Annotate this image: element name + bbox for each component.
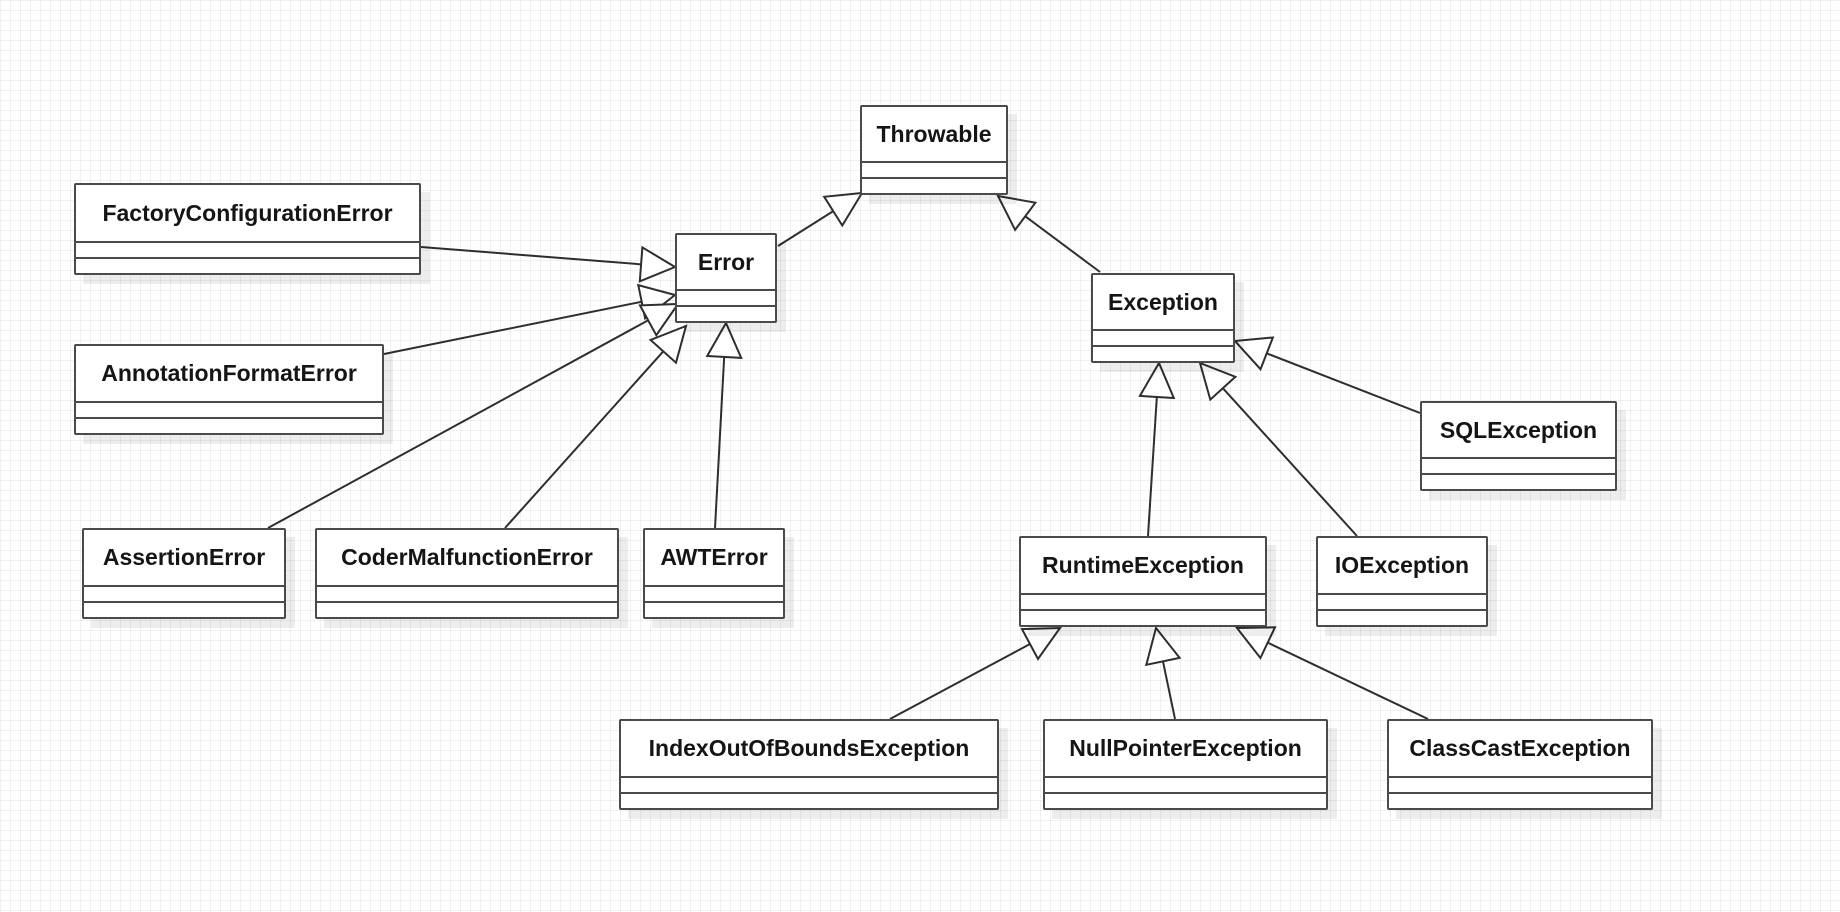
class-methods-compartment (76, 259, 419, 273)
generalization-arrowhead-icon (1144, 625, 1182, 667)
class-runtime-exception[interactable]: RuntimeException (1019, 536, 1267, 627)
generalization-arrowhead-icon (638, 245, 678, 283)
generalization-arrowhead-icon (1232, 336, 1275, 372)
generalization-coder-to-error (504, 324, 688, 529)
generalization-line (1266, 352, 1421, 414)
class-class-cast-exception[interactable]: ClassCastException (1387, 719, 1653, 810)
generalization-exception-to-throwable (996, 194, 1101, 273)
class-attributes-compartment (1318, 595, 1486, 611)
class-name-null-pointer-exception: NullPointerException (1045, 721, 1326, 778)
generalization-line (1222, 387, 1358, 537)
class-attributes-compartment (1021, 595, 1265, 611)
class-attributes-compartment (645, 587, 783, 603)
class-name-index-out-of-bounds-exception: IndexOutOfBoundsException (621, 721, 997, 778)
class-attributes-compartment (1389, 778, 1651, 794)
generalization-ioexception-to-exception (1198, 361, 1358, 537)
generalization-line (1147, 396, 1158, 537)
class-attributes-compartment (862, 163, 1006, 179)
class-throwable[interactable]: Throwable (860, 105, 1008, 195)
generalization-line (383, 300, 642, 355)
generalization-error-to-throwable (777, 191, 864, 247)
generalization-line (267, 319, 649, 529)
class-methods-compartment (621, 794, 997, 808)
generalization-assertion-to-error (267, 302, 680, 529)
class-name-coder-malfunction-error: CoderMalfunctionError (317, 530, 617, 587)
generalization-line (504, 350, 665, 529)
class-methods-compartment (84, 603, 284, 617)
class-methods-compartment (1422, 475, 1615, 489)
class-attributes-compartment (76, 243, 419, 259)
class-name-class-cast-exception: ClassCastException (1389, 721, 1651, 778)
generalization-arrowhead-icon (1020, 626, 1062, 661)
class-name-runtime-exception: RuntimeException (1021, 538, 1265, 595)
class-attributes-compartment (677, 291, 775, 307)
class-methods-compartment (1318, 611, 1486, 625)
class-awt-error[interactable]: AWTError (643, 528, 785, 619)
generalization-arrowhead-icon (822, 191, 864, 228)
class-name-exception: Exception (1093, 275, 1233, 331)
class-attributes-compartment (1093, 331, 1233, 347)
generalization-awt-to-error (705, 320, 743, 529)
class-methods-compartment (1389, 794, 1651, 808)
generalization-line (420, 246, 642, 266)
generalization-arrowhead-icon (1198, 361, 1238, 402)
generalization-arrowhead-icon (638, 302, 680, 338)
generalization-line (1161, 661, 1176, 720)
class-methods-compartment (76, 419, 382, 433)
class-methods-compartment (645, 603, 783, 617)
generalization-factory-to-error (420, 245, 678, 283)
class-name-assertion-error: AssertionError (84, 530, 284, 587)
class-annotation-format-error[interactable]: AnnotationFormatError (74, 344, 384, 435)
class-methods-compartment (317, 603, 617, 617)
generalization-nullpointer-to-runtime (1144, 625, 1182, 720)
generalization-arrowhead-icon (1138, 360, 1176, 400)
generalization-line (1024, 215, 1101, 273)
class-sql-exception[interactable]: SQLException (1420, 401, 1617, 491)
class-exception[interactable]: Exception (1091, 273, 1235, 363)
class-io-exception[interactable]: IOException (1316, 536, 1488, 627)
class-name-sql-exception: SQLException (1422, 403, 1615, 459)
class-methods-compartment (862, 179, 1006, 193)
generalization-classcast-to-runtime (1234, 626, 1429, 720)
generalization-runtime-to-exception (1138, 360, 1176, 537)
class-methods-compartment (677, 307, 775, 321)
generalization-indexoob-to-runtime (889, 626, 1062, 720)
class-assertion-error[interactable]: AssertionError (82, 528, 286, 619)
class-attributes-compartment (1422, 459, 1615, 475)
class-attributes-compartment (76, 403, 382, 419)
generalization-line (714, 356, 726, 529)
class-attributes-compartment (317, 587, 617, 603)
generalization-arrowhead-icon (648, 324, 688, 365)
class-null-pointer-exception[interactable]: NullPointerException (1043, 719, 1328, 810)
generalization-line (889, 643, 1031, 720)
class-name-error: Error (677, 235, 775, 291)
class-coder-malfunction-error[interactable]: CoderMalfunctionError (315, 528, 619, 619)
class-index-out-of-bounds-exception[interactable]: IndexOutOfBoundsException (619, 719, 999, 810)
generalization-annotation-to-error (383, 283, 678, 355)
generalization-sql-to-exception (1232, 336, 1421, 414)
class-name-factory-configuration-error: FactoryConfigurationError (76, 185, 419, 243)
class-methods-compartment (1021, 611, 1265, 625)
generalization-arrowhead-icon (996, 194, 1038, 232)
class-name-awt-error: AWTError (645, 530, 783, 587)
class-name-io-exception: IOException (1318, 538, 1486, 595)
class-name-throwable: Throwable (862, 107, 1006, 163)
class-attributes-compartment (1045, 778, 1326, 794)
class-attributes-compartment (84, 587, 284, 603)
class-methods-compartment (1045, 794, 1326, 808)
class-methods-compartment (1093, 347, 1233, 361)
class-name-annotation-format-error: AnnotationFormatError (76, 346, 382, 403)
generalization-line (1267, 641, 1429, 720)
generalization-line (777, 210, 834, 247)
generalization-arrowhead-icon (705, 320, 743, 359)
class-factory-configuration-error[interactable]: FactoryConfigurationError (74, 183, 421, 275)
class-attributes-compartment (621, 778, 997, 794)
class-error[interactable]: Error (675, 233, 777, 323)
generalization-arrowhead-icon (1234, 626, 1277, 660)
